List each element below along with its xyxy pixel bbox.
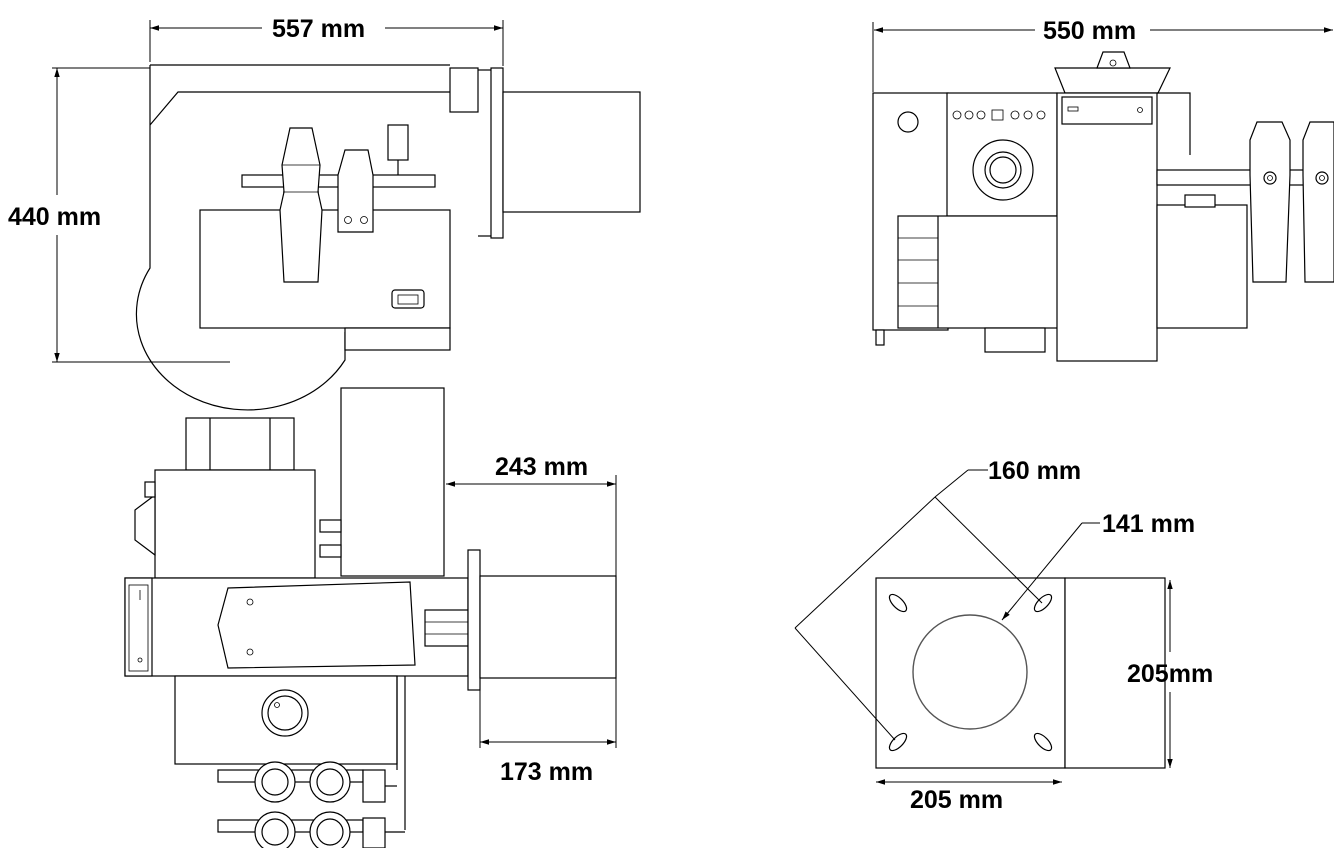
flange-side-plate [1064,577,1166,769]
flange-hole-tl [888,593,908,613]
rear-motor-block [897,215,1059,329]
side-housing-outline [135,65,346,411]
side-solenoid-valve [337,149,374,233]
top-knob [261,689,309,737]
flange-bore-circle [912,614,1028,730]
side-blast-tube [502,91,641,213]
rear-control-panel [946,92,1058,217]
flange-diagonal-label: 160 mm [988,457,1081,485]
top-valve-3 [254,811,296,848]
rear-tall-column [1056,92,1158,362]
top-flange-length-label: 173 mm [500,758,593,786]
flange-height-label: 205mm [1127,660,1213,688]
top-cover-plate [217,581,416,669]
rear-display-box [1061,96,1153,125]
top-tube-length-label: 243 mm [495,453,588,481]
side-power-socket [391,289,425,309]
top-valve-2 [309,761,351,803]
rear-width-label: 550 mm [1043,17,1136,45]
flange-hole-tr [1033,593,1053,613]
side-pressure-switch [387,124,409,161]
top-valve-4 [309,811,351,848]
rear-valve-2 [1302,121,1334,283]
rear-hopper [1054,67,1171,94]
side-view: 557 mm 440 mm [8,15,641,411]
side-height-label: 440 mm [8,203,101,231]
side-width-label: 557 mm [272,15,365,43]
top-motor-cap [185,417,295,471]
flange-view: 160 mm 141 mm 205mm 205 mm [794,457,1213,814]
top-end-cap [124,577,153,677]
rear-fan-ring [972,139,1034,201]
side-valve-body [279,127,323,283]
side-flange [490,67,504,239]
rear-view: 550 mm [872,17,1334,362]
side-mount-block [449,67,479,113]
rear-valve-1 [1249,121,1291,283]
side-lower-body [199,209,451,329]
flange-hole-br [1033,732,1053,752]
flange-width-label: 205 mm [910,786,1003,814]
flange-hole-bl [888,732,908,752]
top-motor-body [154,469,316,579]
side-base-block [344,327,451,351]
top-valve-1 [254,761,296,803]
top-flange [467,549,481,691]
top-column [340,387,445,577]
flange-hole-circle-label: 141 mm [1102,510,1195,538]
top-view: 243 mm 173 mm [124,387,617,848]
top-blast-tube [479,575,617,679]
top-lower-body [174,675,398,765]
